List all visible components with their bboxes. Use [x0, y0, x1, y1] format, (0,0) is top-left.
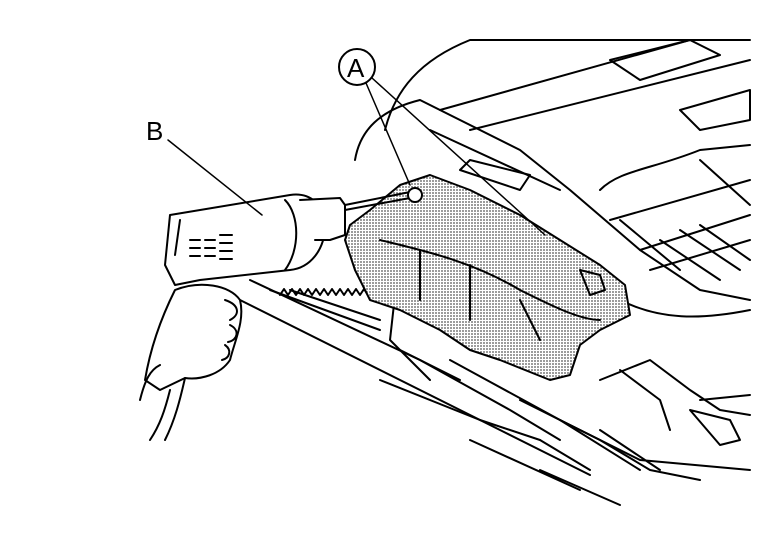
vehicle-underbody	[239, 39, 751, 506]
drill-tool	[164, 187, 423, 286]
callout-label-a: A	[347, 53, 365, 83]
callout-label-b: B	[146, 116, 164, 146]
callout-a-leader-1	[365, 82, 411, 186]
callout-b-leader	[167, 139, 263, 216]
hand	[139, 283, 243, 441]
callout-a-circle	[338, 48, 376, 86]
callout-a-leader-2	[371, 77, 546, 236]
shaded-component	[344, 174, 631, 381]
